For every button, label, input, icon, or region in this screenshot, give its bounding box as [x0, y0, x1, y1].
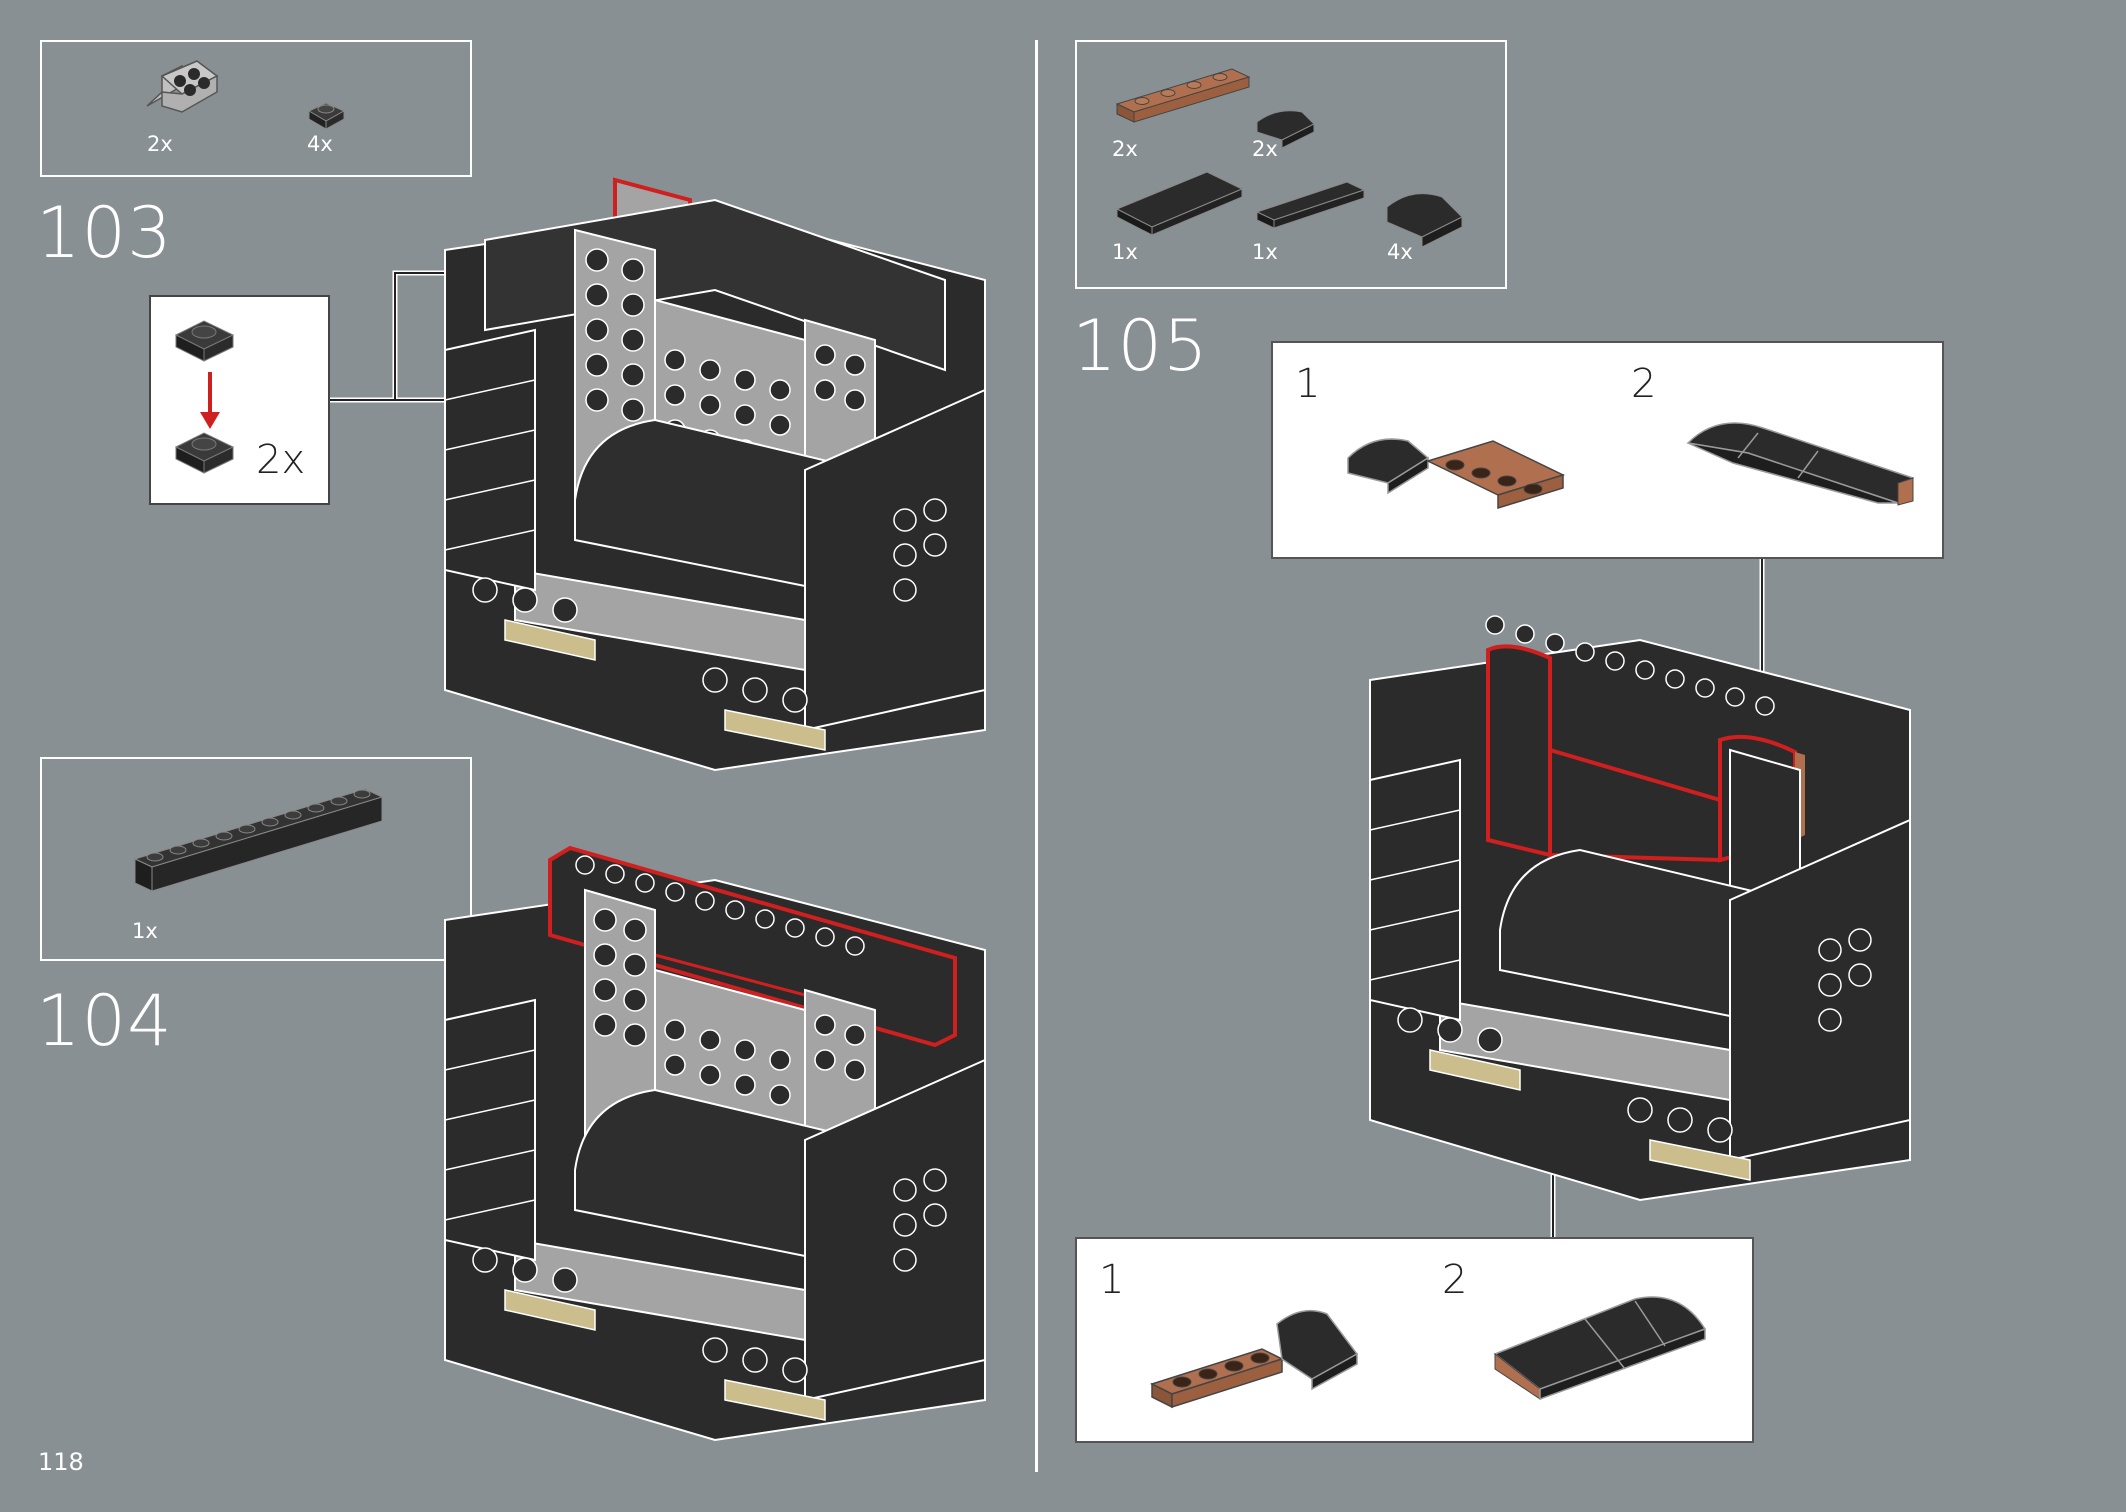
part-qty: 1x: [1252, 240, 1278, 264]
step-103-model: [444, 177, 986, 772]
step-105-model: [1369, 615, 1911, 1202]
page-divider: [1035, 40, 1038, 1472]
subassembly-2-icon: [1493, 1296, 1707, 1401]
step-number: 104: [36, 980, 173, 1062]
tile-1x4-icon: [1255, 181, 1366, 229]
subassembly-1-icon: [1150, 1309, 1359, 1409]
plate-1x4-brown-icon: [1115, 68, 1251, 123]
part-qty: 2x: [1112, 137, 1138, 161]
sub-step-label: 2: [1631, 361, 1657, 407]
page-number: 118: [38, 1448, 84, 1476]
callout-qty: 2x: [256, 437, 306, 483]
part-qty: 4x: [1387, 240, 1413, 264]
sub-step-label: 1: [1295, 361, 1321, 407]
plate-1x1-icon: [307, 102, 346, 130]
subassembly-1-icon: [1347, 438, 1566, 510]
step-number: 103: [36, 192, 173, 274]
plate-1x1-icon: [174, 432, 235, 474]
step-105-parts-box: 2x 2x 1x 1x 4x: [1075, 40, 1507, 289]
part-qty: 4x: [307, 132, 333, 156]
part-qty: 2x: [1252, 137, 1278, 161]
step-105-subassembly-bottom: 1 2: [1075, 1237, 1754, 1443]
part-qty: 1x: [132, 919, 158, 943]
slope-curved-1x1-icon: [1256, 110, 1315, 149]
plate-1x10-icon: [133, 788, 384, 892]
part-qty: 1x: [1112, 240, 1138, 264]
sub-step-label: 1: [1099, 1257, 1125, 1303]
step-103-parts-box: 2x 4x: [40, 40, 472, 177]
step-105-subassembly-top: 1 2: [1271, 341, 1944, 559]
step-104-parts-box: 1x: [40, 757, 472, 961]
slope-curved-2x2-icon: [1386, 193, 1463, 248]
step-104-model: [444, 845, 986, 1442]
arrow-down-icon: [200, 372, 220, 429]
tile-2x4-icon: [1115, 171, 1244, 236]
part-qty: 2x: [147, 132, 173, 156]
subassembly-2-icon: [1686, 422, 1915, 506]
sub-step-label: 2: [1442, 1257, 1468, 1303]
step-number: 105: [1072, 305, 1209, 387]
plate-1x1-icon: [174, 320, 235, 362]
bracket-plate-icon: [146, 60, 219, 113]
step-103-callout: 2x: [149, 295, 330, 505]
